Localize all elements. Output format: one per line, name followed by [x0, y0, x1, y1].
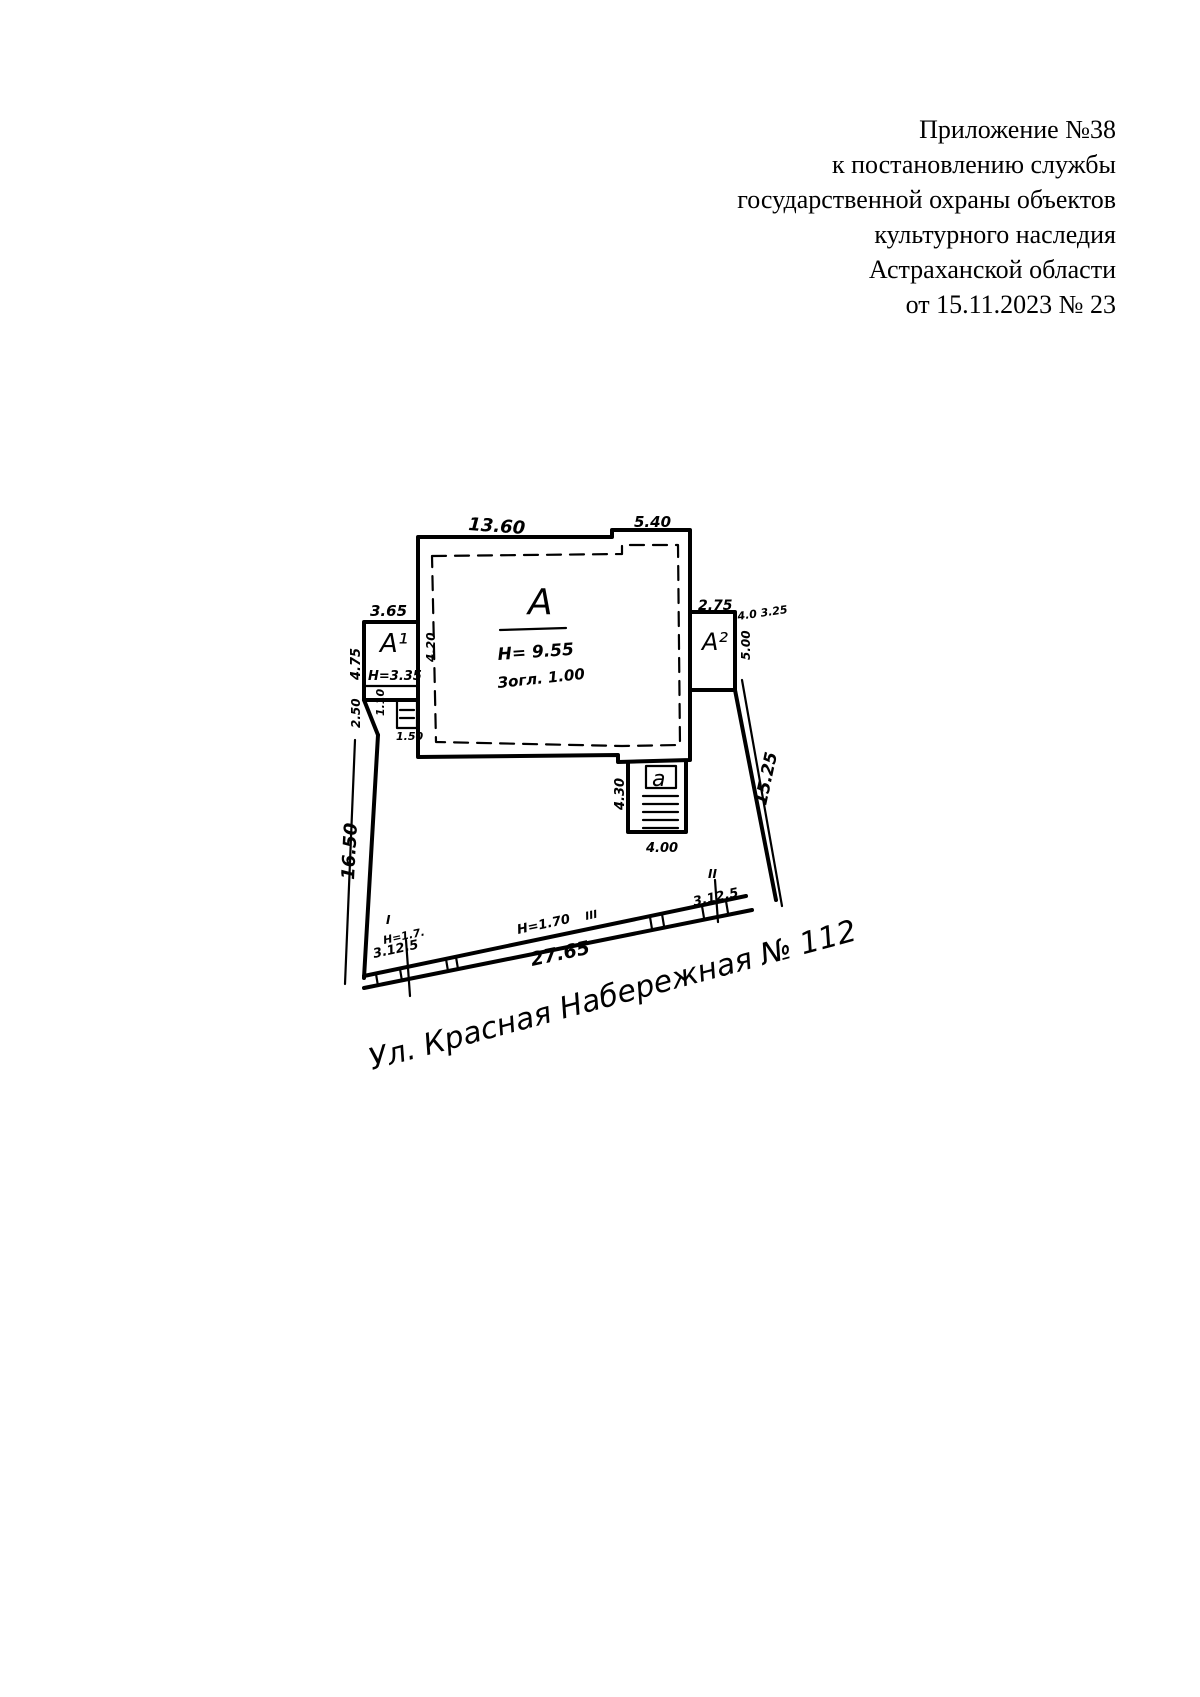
porch-steps — [641, 794, 680, 830]
fence-left-label: I — [386, 913, 391, 927]
dim-top-right: 5.40 — [634, 513, 671, 531]
right-dim-line — [740, 678, 784, 908]
fence-left-dim: 3.12.5 — [372, 938, 420, 962]
site-boundary-left-top — [362, 698, 380, 737]
appendix-number: Приложение №38 — [919, 115, 1116, 144]
main-building-label: А — [526, 582, 553, 623]
dim-annex-2-extra: 4.0 3.25 — [736, 603, 789, 623]
main-building-note: Зогл. 1.00 — [497, 665, 586, 692]
fence-marker-right — [713, 878, 720, 924]
dim-small-left: 2.50 — [349, 698, 363, 728]
site-boundary-left — [362, 733, 380, 980]
agency-line-1: государственной охраны объектов — [737, 185, 1116, 214]
porch-box — [644, 764, 678, 790]
annex-1-height: H=3.35 — [368, 669, 422, 684]
fence-posts — [374, 899, 730, 988]
main-building-outline — [416, 528, 692, 764]
dim-annex-2-side: 5.00 — [739, 630, 753, 660]
main-building-inner-outline — [430, 543, 682, 748]
dim-small-b: 1.50 — [396, 730, 423, 743]
dim-annex-1-inner: 4.20 — [424, 632, 438, 663]
front-fence-outer — [362, 908, 754, 990]
annex-2-label: А² — [700, 628, 728, 656]
dim-left-side: 16.50 — [338, 822, 362, 880]
porch-outline — [626, 760, 688, 834]
region-line: Астраханской области — [868, 255, 1116, 284]
dim-porch-side: 4.30 — [613, 778, 628, 811]
front-fence-inner — [362, 894, 748, 978]
left-dim-line — [343, 738, 357, 986]
dim-top-main: 13.60 — [468, 514, 526, 539]
resolution-date: от 15.11.2023 № 23 — [905, 290, 1116, 319]
dim-annex-2-top: 2.75 — [698, 598, 733, 614]
fence-right-label: II — [708, 867, 717, 881]
small-stair-box — [395, 698, 419, 730]
annex-1-label: А¹ — [378, 629, 408, 659]
resolution-ref: к постановлению службы — [831, 150, 1116, 179]
main-label-rule — [498, 626, 568, 632]
fence-marker-left — [404, 938, 412, 998]
site-boundary-right — [733, 688, 778, 902]
fence-mid-label: III — [584, 908, 599, 923]
main-building-height: H= 9.55 — [497, 640, 575, 665]
dim-annex-1-side: 4.75 — [349, 648, 364, 681]
annex-2-outline — [688, 610, 737, 692]
dim-annex-1-top: 3.65 — [370, 602, 407, 620]
dim-small-a: 1.10 — [374, 689, 387, 716]
dim-porch-bottom: 4.00 — [645, 841, 678, 856]
dim-bottom: 27.65 — [528, 937, 591, 971]
agency-line-2: культурного наследия — [874, 220, 1116, 249]
porch-label: а — [652, 767, 665, 792]
document-header: Приложение №38 к постановлению службы го… — [737, 112, 1116, 322]
